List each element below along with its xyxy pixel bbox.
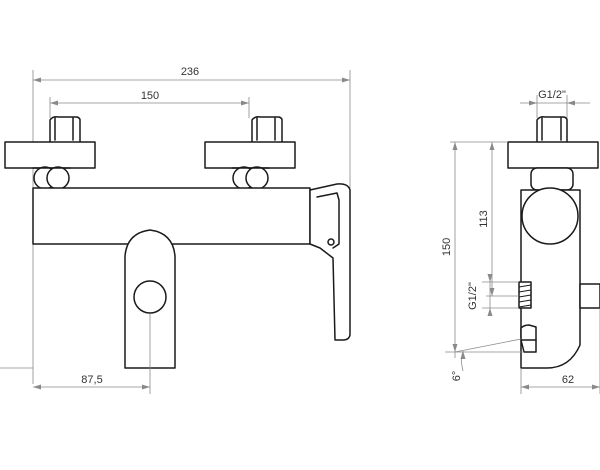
dim-depth: 62: [520, 308, 600, 394]
dim-outlet-angle-label: 6°: [451, 371, 463, 382]
dim-inlet-thread: G1/2": [520, 89, 590, 118]
spout: [124, 229, 176, 369]
dim-outlet-thread: G1/2": [467, 274, 519, 316]
dim-inlet-spacing-label: 150: [141, 90, 159, 102]
dim-overall-width-label: 236: [181, 66, 199, 78]
dim-outlet-height: 113: [478, 142, 519, 297]
dim-outlet-angle: 6°: [451, 338, 522, 382]
dim-outlet-height-label: 113: [478, 210, 490, 228]
dim-height-label: 150: [441, 238, 453, 256]
dim-depth-label: 62: [562, 374, 574, 386]
mixer-body: [32, 187, 311, 245]
right-inlet-connector: [204, 116, 296, 190]
dim-inlet-thread-label: G1/2": [538, 89, 566, 101]
side-inlet-connector: [507, 116, 599, 191]
dim-inlet-spacing: 150: [49, 90, 250, 118]
dim-outlet-thread-label: G1/2": [467, 282, 479, 310]
side-spout-tip: [520, 324, 537, 353]
dim-outlet-offset-label: 87,5: [81, 374, 102, 386]
front-view: 236 150: [0, 66, 351, 394]
side-outlet-thread: [518, 281, 532, 309]
side-view: G1/2": [441, 89, 600, 394]
side-body: [520, 187, 581, 369]
dim-outlet-offset: 87,5: [0, 314, 151, 394]
left-inlet-connector: [4, 116, 96, 190]
lever-handle: [309, 183, 351, 341]
side-shower-connection: [579, 283, 600, 309]
dim-height: 150: [441, 141, 524, 358]
